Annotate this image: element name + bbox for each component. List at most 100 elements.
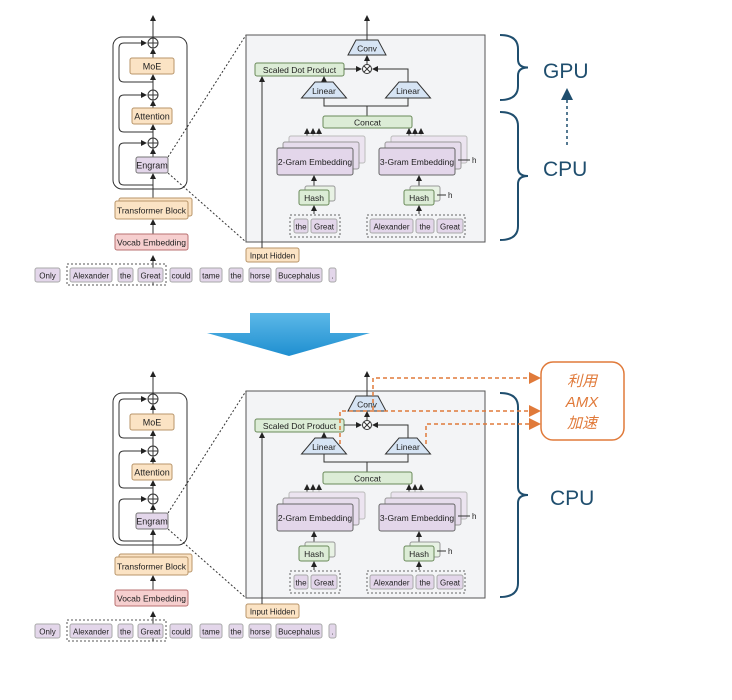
ngram-token-label: Alexander xyxy=(373,579,409,588)
token-label: Bucephalus xyxy=(278,628,320,637)
ngram-token-label: Great xyxy=(440,223,461,232)
residual-connection xyxy=(118,396,153,439)
token-label: could xyxy=(171,272,190,281)
cpu-brace xyxy=(499,111,529,241)
ngram-token-label: Great xyxy=(314,579,335,588)
token-label: could xyxy=(171,628,190,637)
engram-block-label: Engram xyxy=(136,517,168,527)
token xyxy=(275,623,323,639)
zoom-line xyxy=(167,390,247,514)
cpu-label-bottom: CPU xyxy=(550,487,594,510)
token xyxy=(117,267,134,283)
h-label: h xyxy=(448,547,452,556)
input-hidden xyxy=(245,603,300,619)
token xyxy=(328,267,337,283)
ngram-window xyxy=(66,263,167,286)
token xyxy=(137,267,164,283)
ngram-group xyxy=(289,214,341,238)
amx-box-text: 利用 xyxy=(567,373,599,390)
linear-left xyxy=(300,81,348,99)
conv-layer-label: Conv xyxy=(357,400,378,410)
connector xyxy=(372,66,409,82)
embedding-3gram-label: 3-Gram Embedding xyxy=(380,157,454,167)
amx-box xyxy=(540,361,625,441)
ngram-token-label: Great xyxy=(440,579,461,588)
cpu-brace-bottom xyxy=(499,392,529,598)
amx-link-linear-left xyxy=(339,405,541,444)
cpu-label: CPU xyxy=(543,158,587,181)
transformer-block-detail xyxy=(112,36,188,190)
connector xyxy=(323,98,409,107)
amx-box-text: 加速 xyxy=(567,415,599,432)
transformer-block xyxy=(114,556,189,576)
ngram-token xyxy=(310,574,338,590)
moe-block xyxy=(129,413,175,431)
token-label: horse xyxy=(250,628,271,637)
ngram-token-label: the xyxy=(419,579,431,588)
scaled-dot-product-label: Scaled Dot Product xyxy=(263,421,337,431)
input-hidden-label: Input Hidden xyxy=(250,608,295,617)
ngram-group xyxy=(366,570,466,594)
ngram-token-label: Alexander xyxy=(373,223,409,232)
concat-label: Concat xyxy=(354,474,382,484)
zoom-line xyxy=(167,528,247,599)
moe-block-label: MoE xyxy=(143,418,162,428)
ngram-token xyxy=(310,218,338,234)
token-label: the xyxy=(230,628,242,637)
token-label: . xyxy=(331,628,333,637)
ngram-group xyxy=(366,214,466,238)
residual-connection xyxy=(118,448,153,489)
ngram-token xyxy=(436,218,464,234)
token-label: the xyxy=(230,272,242,281)
moe-block-label: MoE xyxy=(143,62,162,72)
ngram-token xyxy=(293,218,309,234)
amx-link-linear-right xyxy=(425,418,541,444)
token-label: Alexander xyxy=(73,628,109,637)
h-label: h xyxy=(472,156,476,165)
hash-block-label: Hash xyxy=(409,549,429,559)
ngram-window xyxy=(66,619,167,642)
token xyxy=(328,623,337,639)
ngram-token xyxy=(293,574,309,590)
scaled-dot-product-label: Scaled Dot Product xyxy=(263,65,337,75)
ngram-token-label: the xyxy=(295,223,307,232)
linear-left xyxy=(300,437,348,455)
token-label: . xyxy=(331,272,333,281)
linear-left-label: Linear xyxy=(312,86,336,96)
token xyxy=(248,623,272,639)
token xyxy=(248,267,272,283)
linear-right-label: Linear xyxy=(396,442,420,452)
token xyxy=(169,623,193,639)
token xyxy=(228,267,244,283)
hash-block-label: Hash xyxy=(304,193,324,203)
concat-label: Concat xyxy=(354,118,382,128)
ngram-token-label: Great xyxy=(314,223,335,232)
residual-connection xyxy=(118,140,153,186)
conv-layer xyxy=(347,39,387,56)
embedding-2gram-label: 2-Gram Embedding xyxy=(278,513,352,523)
amx-link-conv xyxy=(372,372,541,410)
token-label: Only xyxy=(39,628,55,637)
token-label: tame xyxy=(202,628,220,637)
linear-right xyxy=(384,437,432,455)
attention-block xyxy=(131,463,173,481)
token xyxy=(69,623,113,639)
engram-block-label: Engram xyxy=(136,161,168,171)
x2 xyxy=(363,421,371,429)
token-label: Bucephalus xyxy=(278,272,320,281)
token xyxy=(199,267,223,283)
zoom-line xyxy=(167,34,247,158)
ngram-token xyxy=(369,574,414,590)
ngram-token-label: the xyxy=(419,223,431,232)
moe-block xyxy=(129,57,175,75)
transformer-block-label: Transformer Block xyxy=(117,206,187,216)
zoom-line xyxy=(167,172,247,243)
token-label: Great xyxy=(140,272,161,281)
transformer-block-detail xyxy=(112,392,188,546)
linear-right-label: Linear xyxy=(396,86,420,96)
residual-connection xyxy=(118,92,153,133)
